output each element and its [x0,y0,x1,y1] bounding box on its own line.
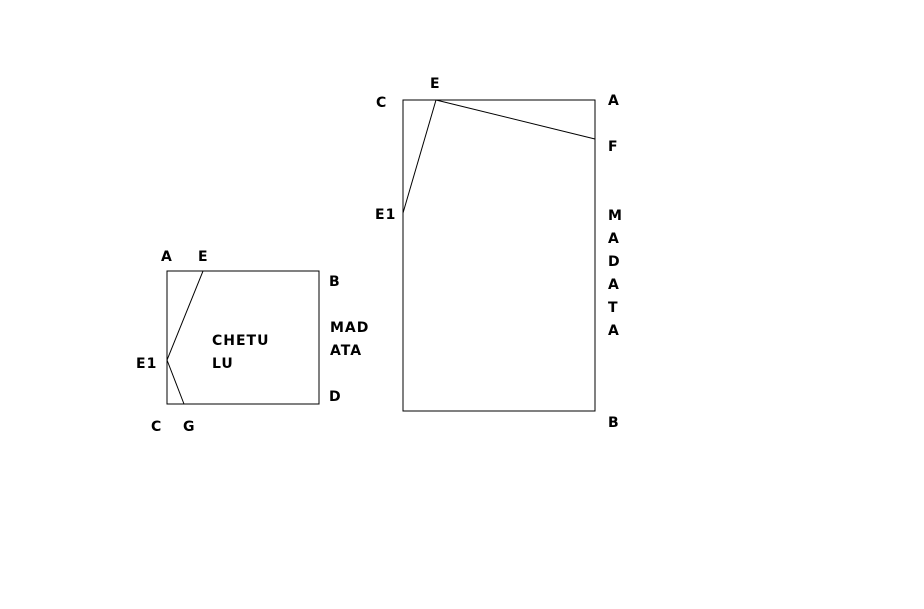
left-side-label-1: MAD [330,320,369,336]
right-vertical-letter-1: M [608,208,623,224]
right-label-a: A [608,93,620,109]
right-vertical-letter-2: A [608,231,620,247]
right-rectangle [402,99,596,412]
right-line-e-f [435,99,596,140]
left-side-label-2: ATA [330,343,362,359]
right-vertical-letter-5: T [608,300,619,316]
right-label-c: C [376,95,387,111]
left-label-c: C [151,419,162,435]
left-line-e1-g [166,359,185,405]
right-label-b: B [608,415,620,431]
right-label-f: F [608,139,619,155]
right-figure: C E A F E1 B M A D A T A [375,76,623,431]
left-label-a: A [161,249,173,265]
left-label-b: B [329,274,341,290]
left-label-g: G [183,419,196,435]
right-label-e: E [430,76,441,92]
left-rectangle [166,270,320,405]
left-label-d: D [329,389,342,405]
left-center-label-2: LU [212,356,234,372]
right-vertical-letter-4: A [608,277,620,293]
left-label-e1: E1 [136,356,157,372]
right-line-e-e1 [402,99,437,214]
right-label-e1: E1 [375,207,396,223]
left-label-e: E [198,249,209,265]
right-vertical-letter-6: A [608,323,620,339]
left-figure: A E B E1 C G D MAD ATA CHETU LU [136,249,369,435]
left-center-label-1: CHETU [212,333,269,349]
right-vertical-letter-3: D [608,254,621,270]
left-line-e-e1 [166,270,204,361]
